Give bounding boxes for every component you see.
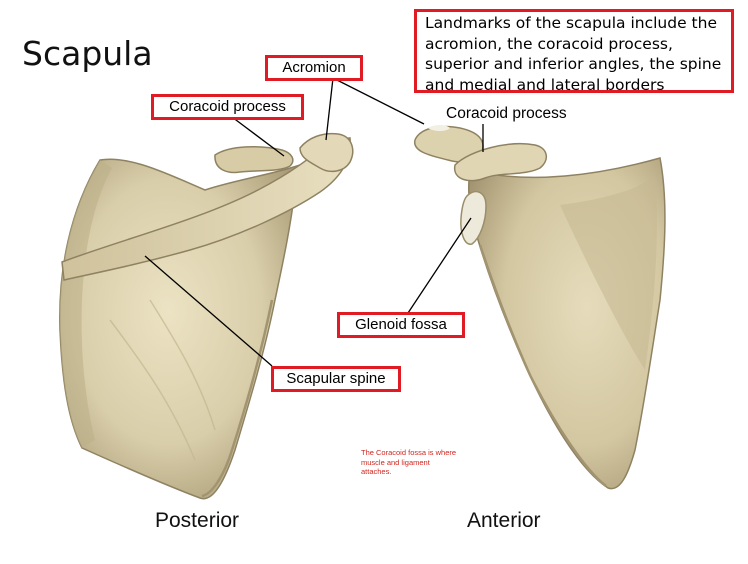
view-label-anterior: Anterior [467, 509, 541, 532]
leader-acromion-anterior [332, 77, 425, 125]
anterior-scapula [414, 125, 666, 490]
view-label-posterior: Posterior [155, 509, 240, 532]
posterior-coracoid [214, 145, 294, 174]
slide-title: Scapula [22, 34, 153, 73]
leader-scapular-spine [144, 255, 273, 367]
posterior-acromion [299, 132, 354, 173]
leader-coracoid-posterior [231, 116, 285, 157]
anterior-acromion-tip [428, 125, 450, 131]
anterior-coracoid [454, 142, 547, 182]
leader-glenoid-fossa [407, 217, 472, 314]
posterior-scapula [59, 132, 354, 500]
label-scapular-spine: Scapular spine [271, 366, 401, 392]
label-acromion: Acromion [265, 55, 363, 81]
anterior-body-shade [560, 175, 657, 370]
anterior-lateral-border [478, 244, 607, 487]
posterior-texture [109, 299, 216, 461]
posterior-medial-border-shade [59, 160, 112, 448]
coracoid-fossa-note: The Coracoid fossa is where muscle and l… [361, 448, 457, 476]
posterior-lateral-border [201, 299, 274, 498]
label-coracoid-posterior: Coracoid process [151, 94, 304, 120]
leader-acromion-posterior [325, 77, 334, 141]
landmarks-info-box: Landmarks of the scapula include the acr… [414, 9, 734, 94]
label-glenoid-fossa: Glenoid fossa [337, 312, 465, 338]
anterior-glenoid-fossa [460, 190, 487, 245]
label-coracoid-anterior: Coracoid process [446, 105, 567, 122]
leader-lines [144, 77, 484, 367]
